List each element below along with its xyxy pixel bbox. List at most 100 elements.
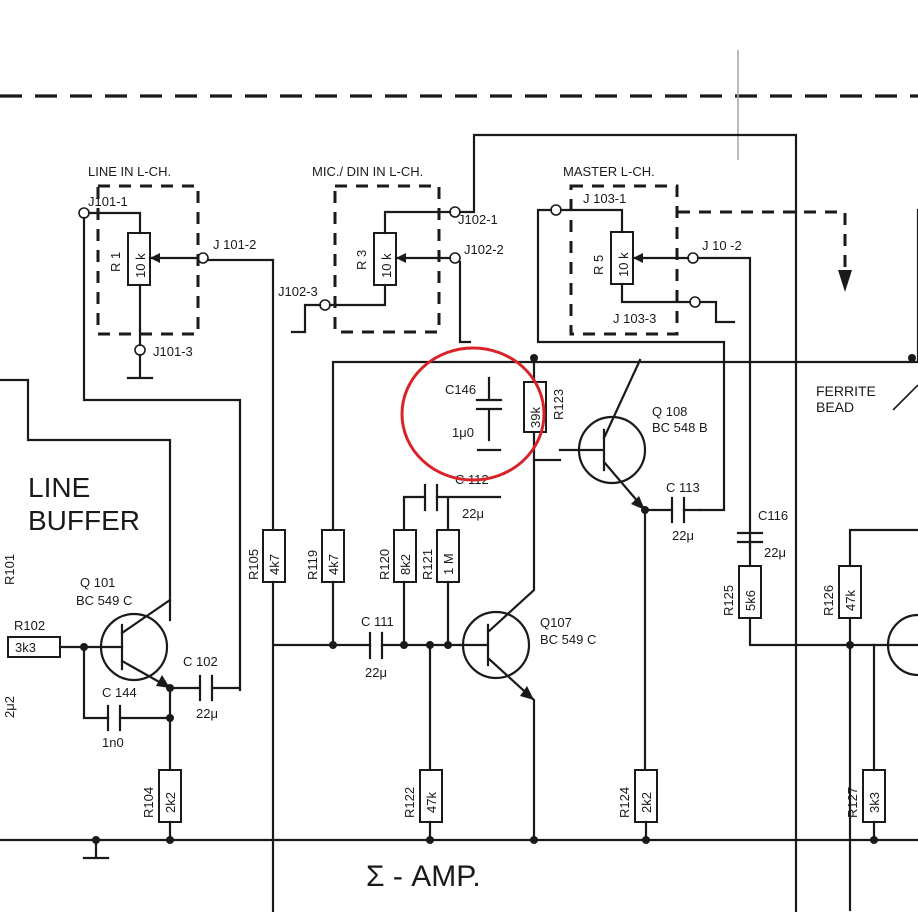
c113-ref: C 113 (666, 480, 700, 495)
bus-junction-2 (400, 641, 408, 649)
r126-value: 47k (843, 590, 858, 611)
j101-3-ground (126, 353, 154, 380)
r126-ref: R126 (821, 585, 836, 616)
r119-value: 4k7 (326, 554, 341, 575)
ferrite-label-1: FERRITE (816, 383, 876, 399)
j102-1-label: J102-1 (458, 212, 498, 227)
sum-amp-label: Σ - AMP. (366, 860, 481, 893)
j101-3-label: J101-3 (153, 344, 193, 359)
c111-ref: C 111 (361, 614, 394, 629)
q101-emitter-arrow (156, 675, 170, 688)
bus-junction-1 (329, 641, 337, 649)
r121-ref: R121 (420, 549, 435, 580)
r127-value: 3k3 (867, 792, 882, 813)
j102-2-out-wire (458, 260, 472, 344)
c146-value: 1μ0 (452, 425, 474, 440)
left-feed-wire (0, 378, 172, 622)
master-title: MASTER L-CH. (563, 164, 655, 179)
j101-2-out-wire (206, 258, 275, 532)
j102-3-label: J102-3 (278, 284, 318, 299)
rail-junction-2 (908, 354, 916, 362)
q107-type: BC 549 C (540, 632, 596, 647)
r1-wiper-arrow (150, 253, 160, 263)
j103-1-label: J 103-1 (583, 191, 626, 206)
r105-ref: R105 (246, 549, 261, 580)
bus-junction-4 (444, 641, 452, 649)
c112-value: 22μ (462, 506, 484, 521)
c116-value: 22μ (764, 545, 786, 560)
r1-ref: R 1 (108, 252, 123, 272)
r102-wiring (58, 645, 172, 720)
j103-3-label: J 103-3 (613, 311, 656, 326)
c146-highlight-circle (400, 346, 546, 482)
line-in-title: LINE IN L-CH. (88, 164, 171, 179)
r120-ref: R120 (377, 549, 392, 580)
q108-emitter-arrow (631, 496, 645, 510)
j103-3-ground (698, 300, 736, 324)
r126-junction (846, 641, 854, 649)
r5-ref: R 5 (591, 255, 606, 275)
j103-2-label: J 10 -2 (702, 238, 742, 253)
r3-value: 10 k (379, 253, 394, 278)
r5-wiper-arrow (633, 253, 643, 263)
c113-wiring (643, 508, 702, 772)
c146-wiring (476, 356, 562, 462)
ferrite-label-2: BEAD (816, 399, 854, 415)
c146-ref: C146 (445, 382, 476, 397)
r102-value: 3k3 (15, 640, 36, 655)
j102-2-contact (449, 252, 461, 264)
q107-ref: Q107 (540, 615, 572, 630)
j101-1-label: J101-1 (88, 194, 128, 209)
r122-value: 47k (424, 792, 439, 813)
c102-ref: C 102 (183, 654, 218, 669)
r123-ref: R123 (551, 389, 566, 420)
r104-value: 2k2 (163, 792, 178, 813)
c112-wiring (402, 495, 502, 532)
r119-ref: R119 (305, 550, 320, 580)
j102-2-label: J102-2 (464, 242, 504, 257)
j103-2-contact (687, 252, 699, 264)
r101-ref: R101 (2, 554, 17, 585)
c111-value: 22μ (365, 665, 387, 680)
gnd-junction-4 (530, 836, 538, 844)
q107-emitter-arrow (520, 686, 534, 700)
j102-3-ground (290, 303, 322, 334)
c144-junction (166, 714, 174, 722)
q108-leads (558, 358, 647, 512)
main-bus (271, 580, 462, 912)
mic-din-title: MIC./ DIN IN L-CH. (312, 164, 423, 179)
q108-emitter-junction (641, 506, 649, 514)
r102-ref: R102 (14, 618, 45, 633)
r124-value: 2k2 (639, 792, 654, 813)
r5-value: 10 k (616, 252, 631, 277)
q108-type: BC 548 B (652, 420, 708, 435)
q108-ref: Q 108 (652, 404, 687, 419)
gnd-junction-5 (642, 836, 650, 844)
j103-3-contact (689, 296, 701, 308)
right-transistor-partial (886, 613, 918, 677)
r3-wiper-arrow (396, 253, 406, 263)
line-buffer-label-1: LINE (28, 472, 90, 503)
mic-din-out-wire (458, 133, 798, 912)
q101-base-junction (80, 643, 88, 651)
j101-2-label: J 101-2 (213, 237, 256, 252)
r3-ref: R 3 (354, 250, 369, 270)
master-out-dashed (678, 210, 847, 280)
c116-wiring (748, 528, 918, 912)
ground-rail (0, 643, 918, 860)
r105-value: 4k7 (267, 554, 282, 575)
left-cap-value: 2μ2 (2, 696, 17, 718)
j101-3-contact (134, 344, 146, 356)
q107-leads (458, 458, 536, 842)
line-buffer-label-2: BUFFER (28, 505, 140, 536)
c144-ref: C 144 (102, 685, 137, 700)
master-out-arrow (838, 270, 852, 292)
r122-ref: R122 (402, 787, 417, 818)
master-in-wire (536, 208, 726, 512)
r125-value: 5k6 (743, 590, 758, 611)
q101-ref: Q 101 (80, 575, 115, 590)
j101-2-contact (197, 252, 209, 264)
r124-ref: R124 (617, 787, 632, 818)
gnd-junction-6 (870, 836, 878, 844)
